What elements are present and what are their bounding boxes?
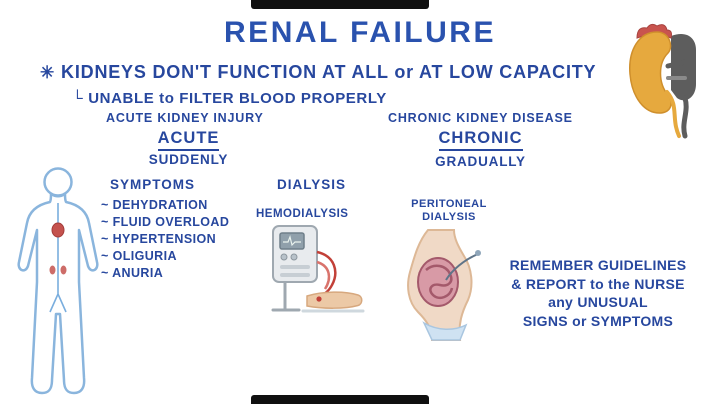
peritoneal-dialysis-icon bbox=[398, 228, 486, 346]
reminder-note: REMEMBER GUIDELINES & REPORT to the NURS… bbox=[487, 256, 709, 330]
acute-heading-text: ACUTE bbox=[157, 129, 220, 151]
symptom-item: ~ OLIGURIA bbox=[101, 249, 177, 263]
human-body-icon bbox=[10, 166, 106, 400]
bottom-bar bbox=[251, 395, 429, 404]
hemodialysis-label: HEMODIALYSIS bbox=[256, 208, 349, 220]
reminder-line2: & REPORT to the NURSE bbox=[511, 275, 685, 292]
chronic-kidney-disease-label: CHRONIC KIDNEY DISEASE bbox=[388, 111, 573, 125]
definition-line: ✳ KIDNEYS DON'T FUNCTION AT ALL or AT LOW… bbox=[40, 62, 596, 83]
asterisk-icon: ✳ bbox=[40, 63, 56, 82]
chronic-heading: CHRONIC bbox=[388, 129, 573, 151]
reminder-line3: any UNUSUAL bbox=[548, 294, 648, 310]
peritoneal-label-line1: PERITONEAL bbox=[411, 198, 487, 210]
hemodialysis-machine-icon bbox=[253, 224, 365, 314]
acute-heading: ACUTE bbox=[106, 129, 271, 151]
sub-definition-text: UNABLE to FILTER BLOOD PROPERLY bbox=[88, 90, 387, 107]
chronic-heading-text: CHRONIC bbox=[438, 129, 523, 151]
acute-onset: SUDDENLY bbox=[148, 152, 229, 167]
page-title: RENAL FAILURE bbox=[224, 16, 496, 49]
definition-text: KIDNEYS DON'T FUNCTION AT ALL or AT LOW … bbox=[61, 62, 597, 82]
chronic-onset: GRADUALLY bbox=[435, 154, 526, 169]
acute-kidney-injury-label: ACUTE KIDNEY INJURY bbox=[106, 111, 264, 125]
top-bar bbox=[251, 0, 429, 9]
reminder-line4: SIGNS or SYMPTOMS bbox=[522, 312, 674, 329]
reminder-line1: REMEMBER GUIDELINES bbox=[509, 257, 687, 273]
symptom-item: ~ ANURIA bbox=[101, 266, 164, 280]
symptom-item: ~ HYPERTENSION bbox=[101, 232, 216, 246]
peritoneal-dialysis-label: PERITONEAL DIALYSIS bbox=[403, 198, 495, 224]
corner-bracket-icon: └ bbox=[72, 90, 84, 107]
symptoms-heading: SYMPTOMS bbox=[110, 177, 196, 192]
sub-definition-line: └UNABLE to FILTER BLOOD PROPERLY bbox=[72, 90, 387, 107]
symptom-item: ~ DEHYDRATION bbox=[101, 198, 208, 212]
dialysis-heading: DIALYSIS bbox=[277, 177, 347, 192]
symptom-item: ~ FLUID OVERLOAD bbox=[101, 215, 230, 229]
symptoms-list: ~ DEHYDRATION ~ FLUID OVERLOAD ~ HYPERTE… bbox=[101, 197, 229, 282]
peritoneal-label-line2: DIALYSIS bbox=[422, 211, 476, 223]
